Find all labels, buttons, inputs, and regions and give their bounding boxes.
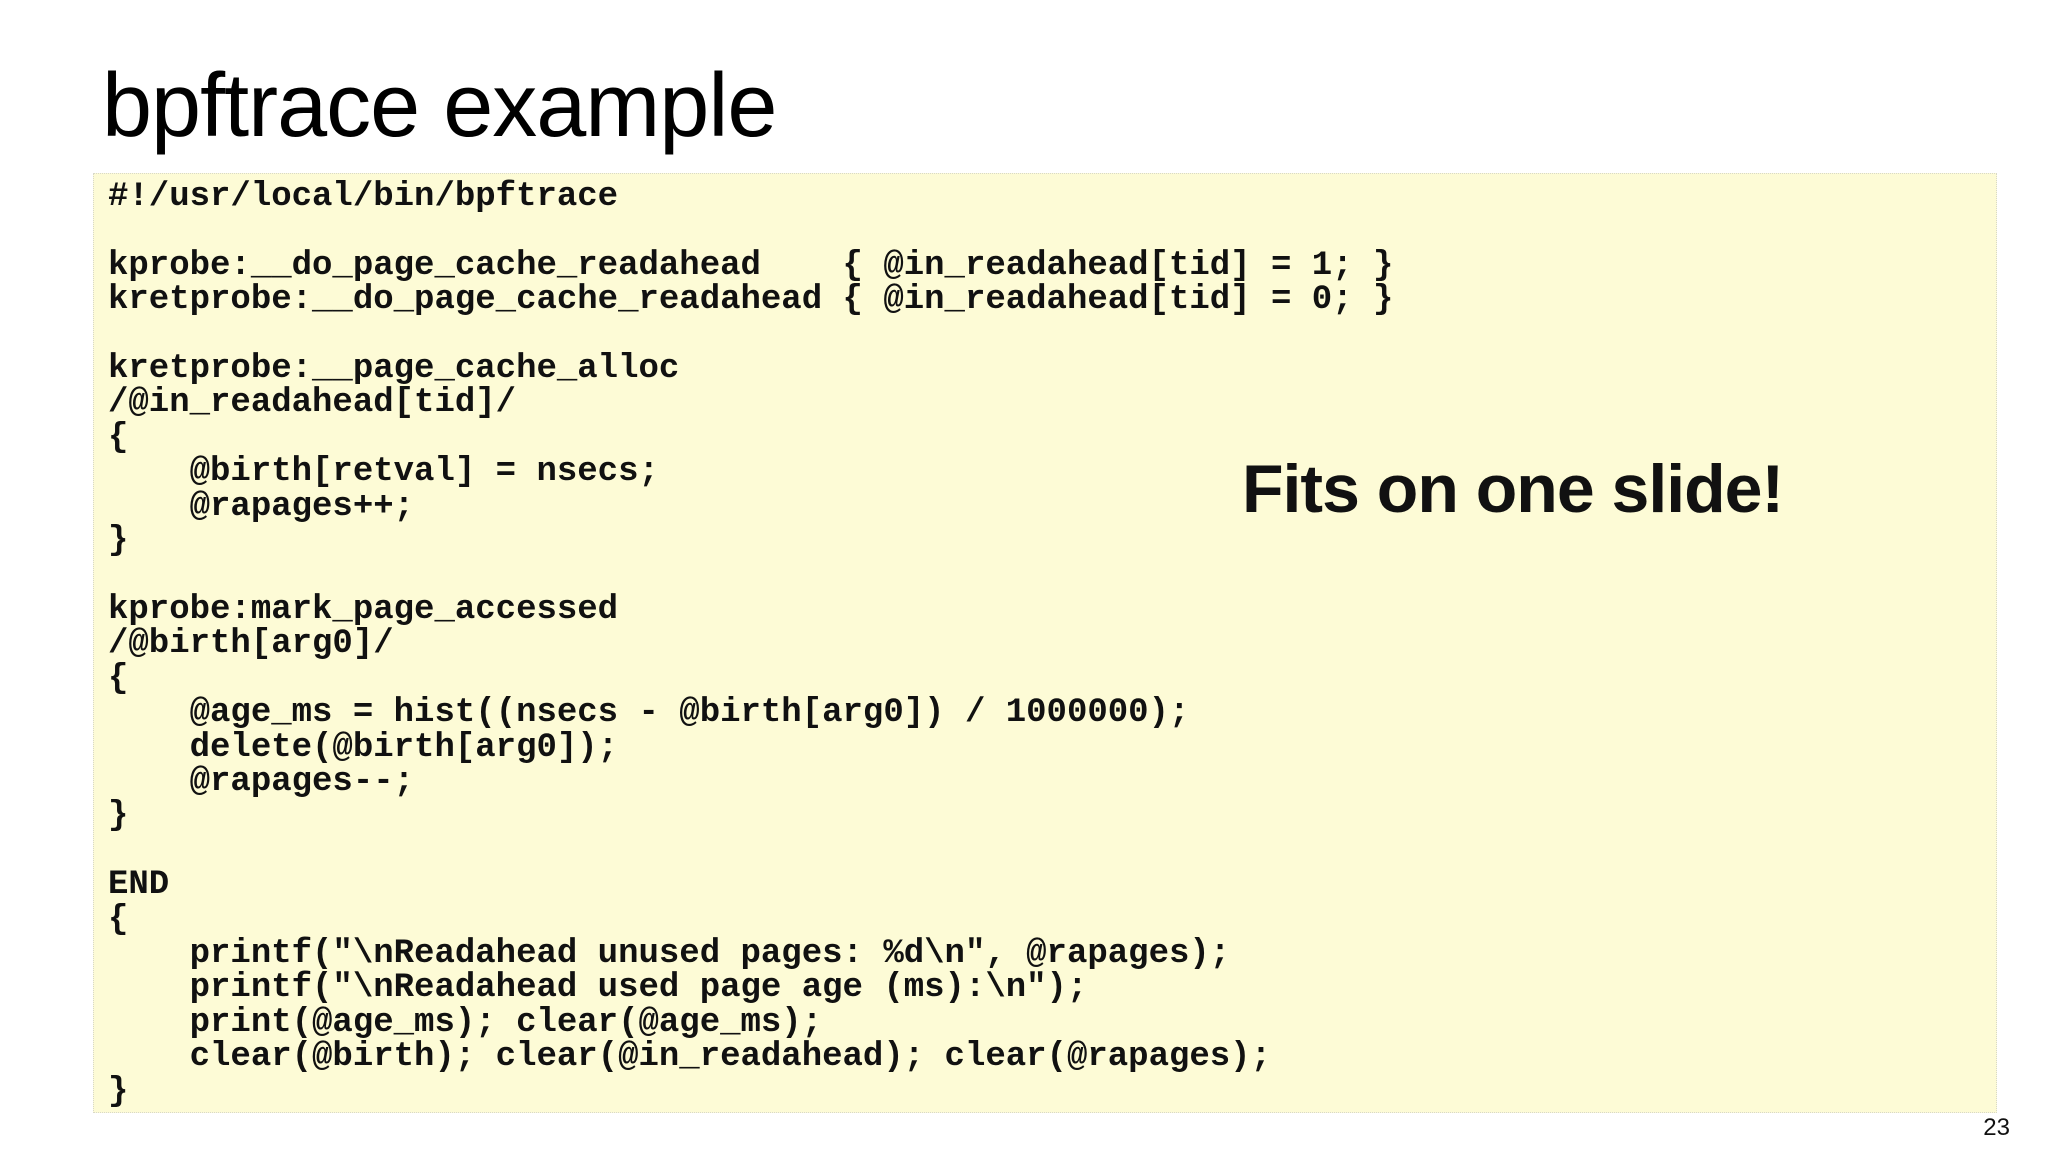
page-number: 23	[1983, 1114, 2010, 1141]
callout-text: Fits on one slide!	[1242, 451, 1784, 527]
slide-title: bpftrace example	[102, 56, 777, 156]
code-block: #!/usr/local/bin/bpftrace kprobe:__do_pa…	[108, 178, 1394, 1111]
code-box: #!/usr/local/bin/bpftrace kprobe:__do_pa…	[93, 173, 1997, 1113]
